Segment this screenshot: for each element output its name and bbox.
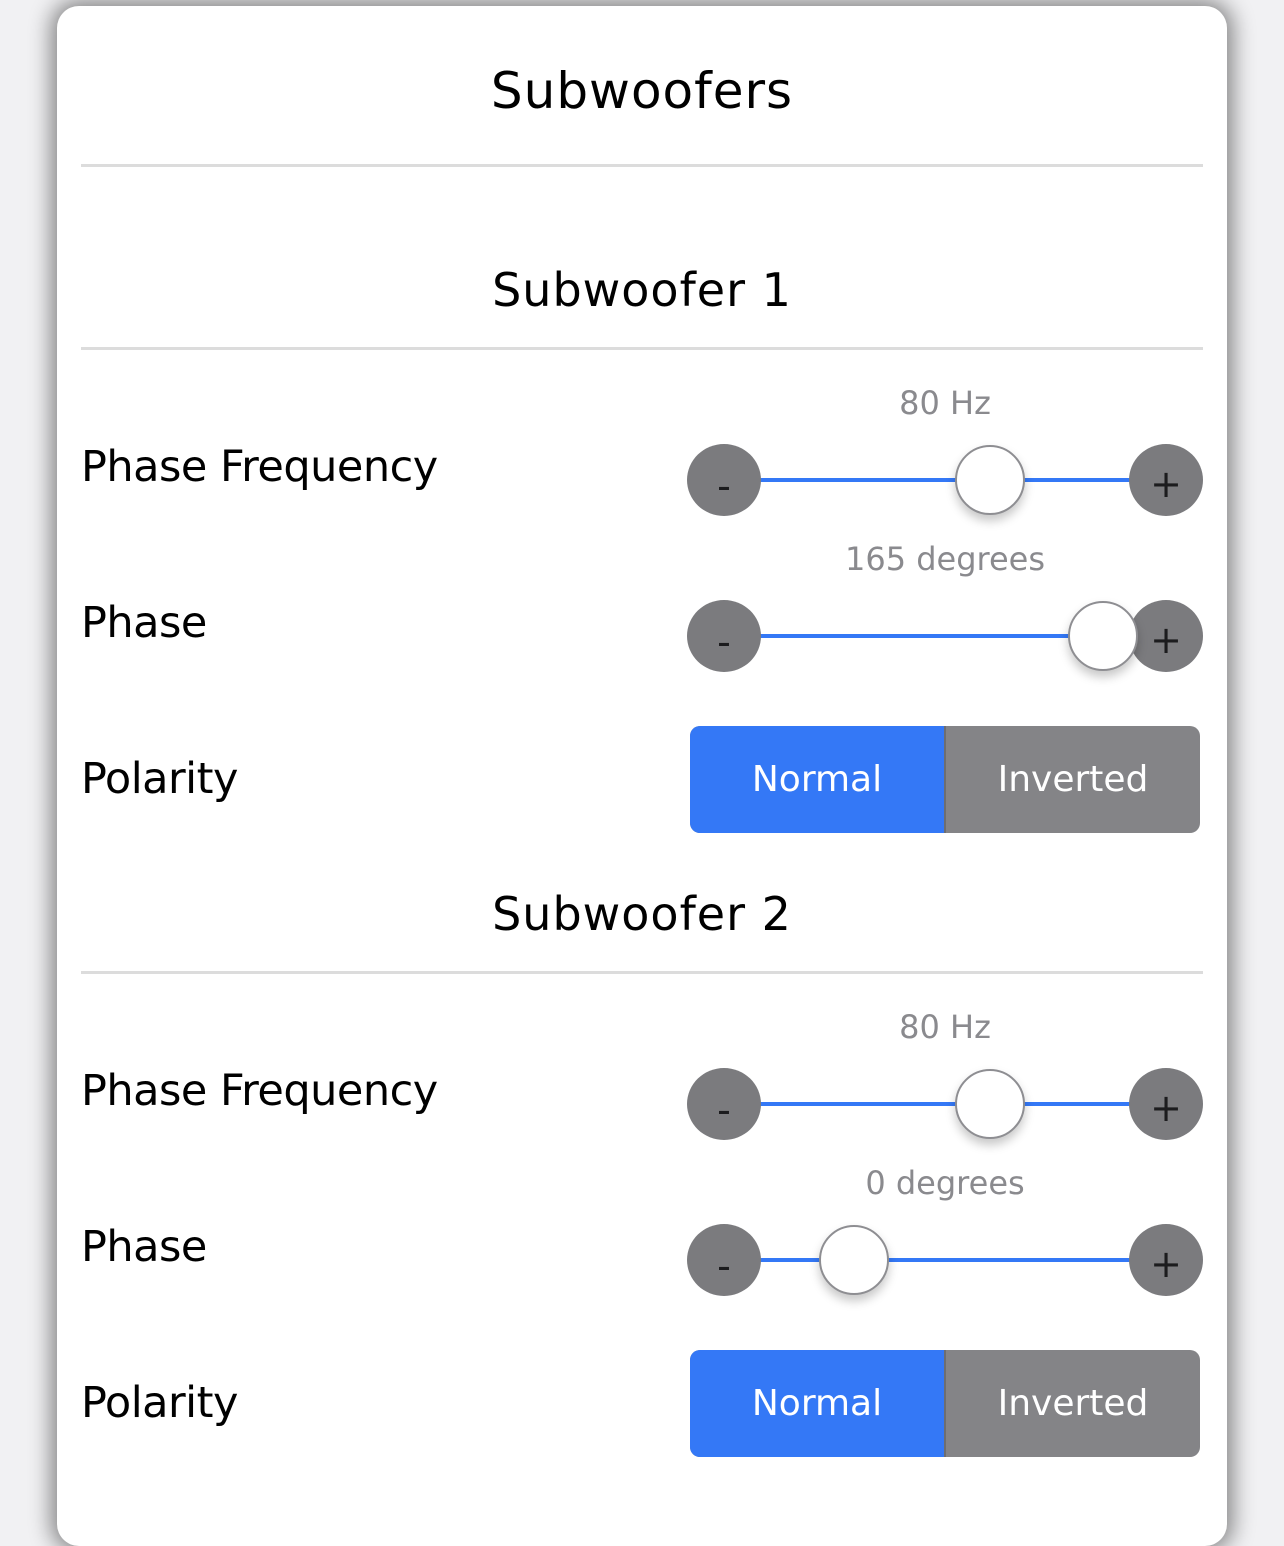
subwoofer-2-phase-frequency-label: Phase Frequency: [81, 1066, 438, 1116]
subwoofer-1-phase-slider[interactable]: 165 degrees - +: [687, 540, 1203, 672]
subwoofers-panel: Subwoofers Subwoofer 1 Phase Frequency 8…: [57, 6, 1227, 1546]
subwoofer-2-polarity-inverted[interactable]: Inverted: [944, 1350, 1200, 1457]
subwoofer-1-polarity-inverted[interactable]: Inverted: [944, 726, 1200, 833]
subwoofer-1-polarity-control[interactable]: Normal Inverted: [690, 726, 1200, 833]
subwoofer-2-phase-frequency-increment-button[interactable]: +: [1129, 1068, 1203, 1140]
subwoofer-2-phase-frequency-slider[interactable]: 80 Hz - +: [687, 1008, 1203, 1140]
subwoofer-1-phase-label: Phase: [81, 598, 207, 648]
subwoofer-2-divider: [81, 971, 1203, 974]
subwoofer-1-polarity-normal[interactable]: Normal: [690, 726, 944, 833]
page-title: Subwoofers: [490, 62, 794, 120]
subwoofer-2-phase-value: 0 degrees: [865, 1164, 1025, 1202]
subwoofer-1-phase-increment-button[interactable]: +: [1129, 600, 1203, 672]
subwoofer-1-phase-frequency-label: Phase Frequency: [81, 442, 438, 492]
subwoofer-1-phase-frequency-increment-button[interactable]: +: [1129, 444, 1203, 516]
subwoofer-2-phase-frequency-decrement-button[interactable]: -: [687, 1068, 761, 1140]
subwoofer-1-phase-frequency-thumb[interactable]: [954, 445, 1025, 515]
title-divider: [81, 164, 1203, 167]
subwoofer-1-phase-value: 165 degrees: [844, 540, 1046, 578]
subwoofer-2-phase-label: Phase: [81, 1222, 207, 1272]
slider-track[interactable]: [723, 1258, 1167, 1262]
subwoofer-2-title: Subwoofer 2: [492, 887, 792, 941]
subwoofer-2-polarity-label: Polarity: [81, 1378, 238, 1428]
subwoofer-2-phase-frequency-value: 80 Hz: [899, 1008, 991, 1046]
subwoofer-1-title: Subwoofer 1: [492, 263, 792, 317]
slider-track[interactable]: [723, 478, 1167, 482]
subwoofer-1-polarity-label: Polarity: [81, 754, 238, 804]
slider-track[interactable]: [723, 1102, 1167, 1106]
subwoofer-2-phase-decrement-button[interactable]: -: [687, 1224, 761, 1296]
subwoofer-2-phase-thumb[interactable]: [819, 1225, 889, 1295]
subwoofer-2-polarity-control[interactable]: Normal Inverted: [690, 1350, 1200, 1457]
subwoofer-1-phase-frequency-slider[interactable]: 80 Hz - +: [687, 384, 1203, 516]
subwoofer-1-phase-thumb[interactable]: [1068, 601, 1139, 671]
slider-track[interactable]: [723, 634, 1167, 638]
subwoofer-1-phase-frequency-decrement-button[interactable]: -: [687, 444, 761, 516]
subwoofer-1-phase-frequency-value: 80 Hz: [899, 384, 991, 422]
subwoofer-2-phase-slider[interactable]: 0 degrees - +: [687, 1164, 1203, 1296]
subwoofer-2-phase-increment-button[interactable]: +: [1129, 1224, 1203, 1296]
subwoofer-1-divider: [81, 347, 1203, 350]
subwoofer-2-polarity-normal[interactable]: Normal: [690, 1350, 944, 1457]
subwoofer-2-phase-frequency-thumb[interactable]: [954, 1069, 1025, 1139]
subwoofer-1-phase-decrement-button[interactable]: -: [687, 600, 761, 672]
